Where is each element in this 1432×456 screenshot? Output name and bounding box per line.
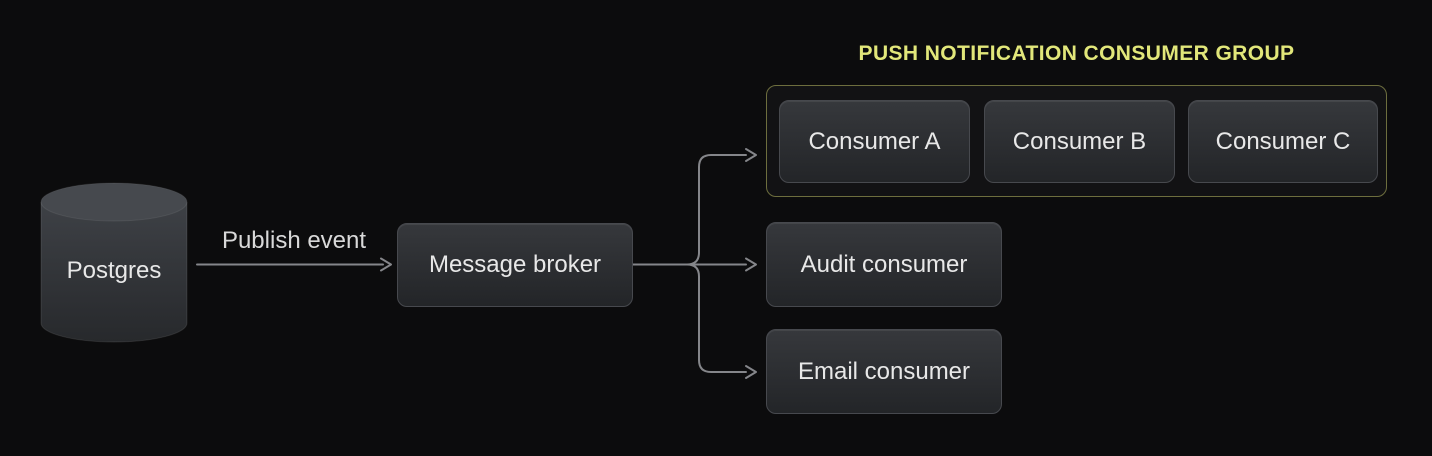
edge-broker-to-group xyxy=(686,154,747,266)
consumer-a-node: Consumer A xyxy=(779,100,970,183)
node-label-message-broker: Message broker xyxy=(428,251,602,278)
node-label-consumer-c: Consumer C xyxy=(1215,127,1351,155)
edge-label-publish-event: Publish event xyxy=(221,227,367,254)
node-label-audit-consumer: Audit consumer xyxy=(800,250,968,278)
arrowhead-audit xyxy=(745,257,757,272)
arrowhead-broker xyxy=(380,257,392,272)
postgres-database-node: Postgres xyxy=(40,182,188,343)
consumer-c-node: Consumer C xyxy=(1188,100,1378,183)
node-label-postgres: Postgres xyxy=(66,257,162,284)
node-label-consumer-b: Consumer B xyxy=(1012,127,1147,155)
edge-broker-to-email xyxy=(686,263,747,373)
message-broker-node: Message broker xyxy=(397,223,633,307)
audit-consumer-node: Audit consumer xyxy=(766,222,1002,307)
email-consumer-node: Email consumer xyxy=(766,329,1002,414)
database-cylinder-icon xyxy=(40,182,188,343)
arrowhead-email xyxy=(745,365,757,379)
node-label-consumer-a: Consumer A xyxy=(808,127,941,155)
node-label-email-consumer: Email consumer xyxy=(797,357,971,385)
consumer-group-title: PUSH NOTIFICATION CONSUMER GROUP xyxy=(858,42,1295,65)
arrowhead-group xyxy=(745,148,757,162)
consumer-b-node: Consumer B xyxy=(984,100,1175,183)
